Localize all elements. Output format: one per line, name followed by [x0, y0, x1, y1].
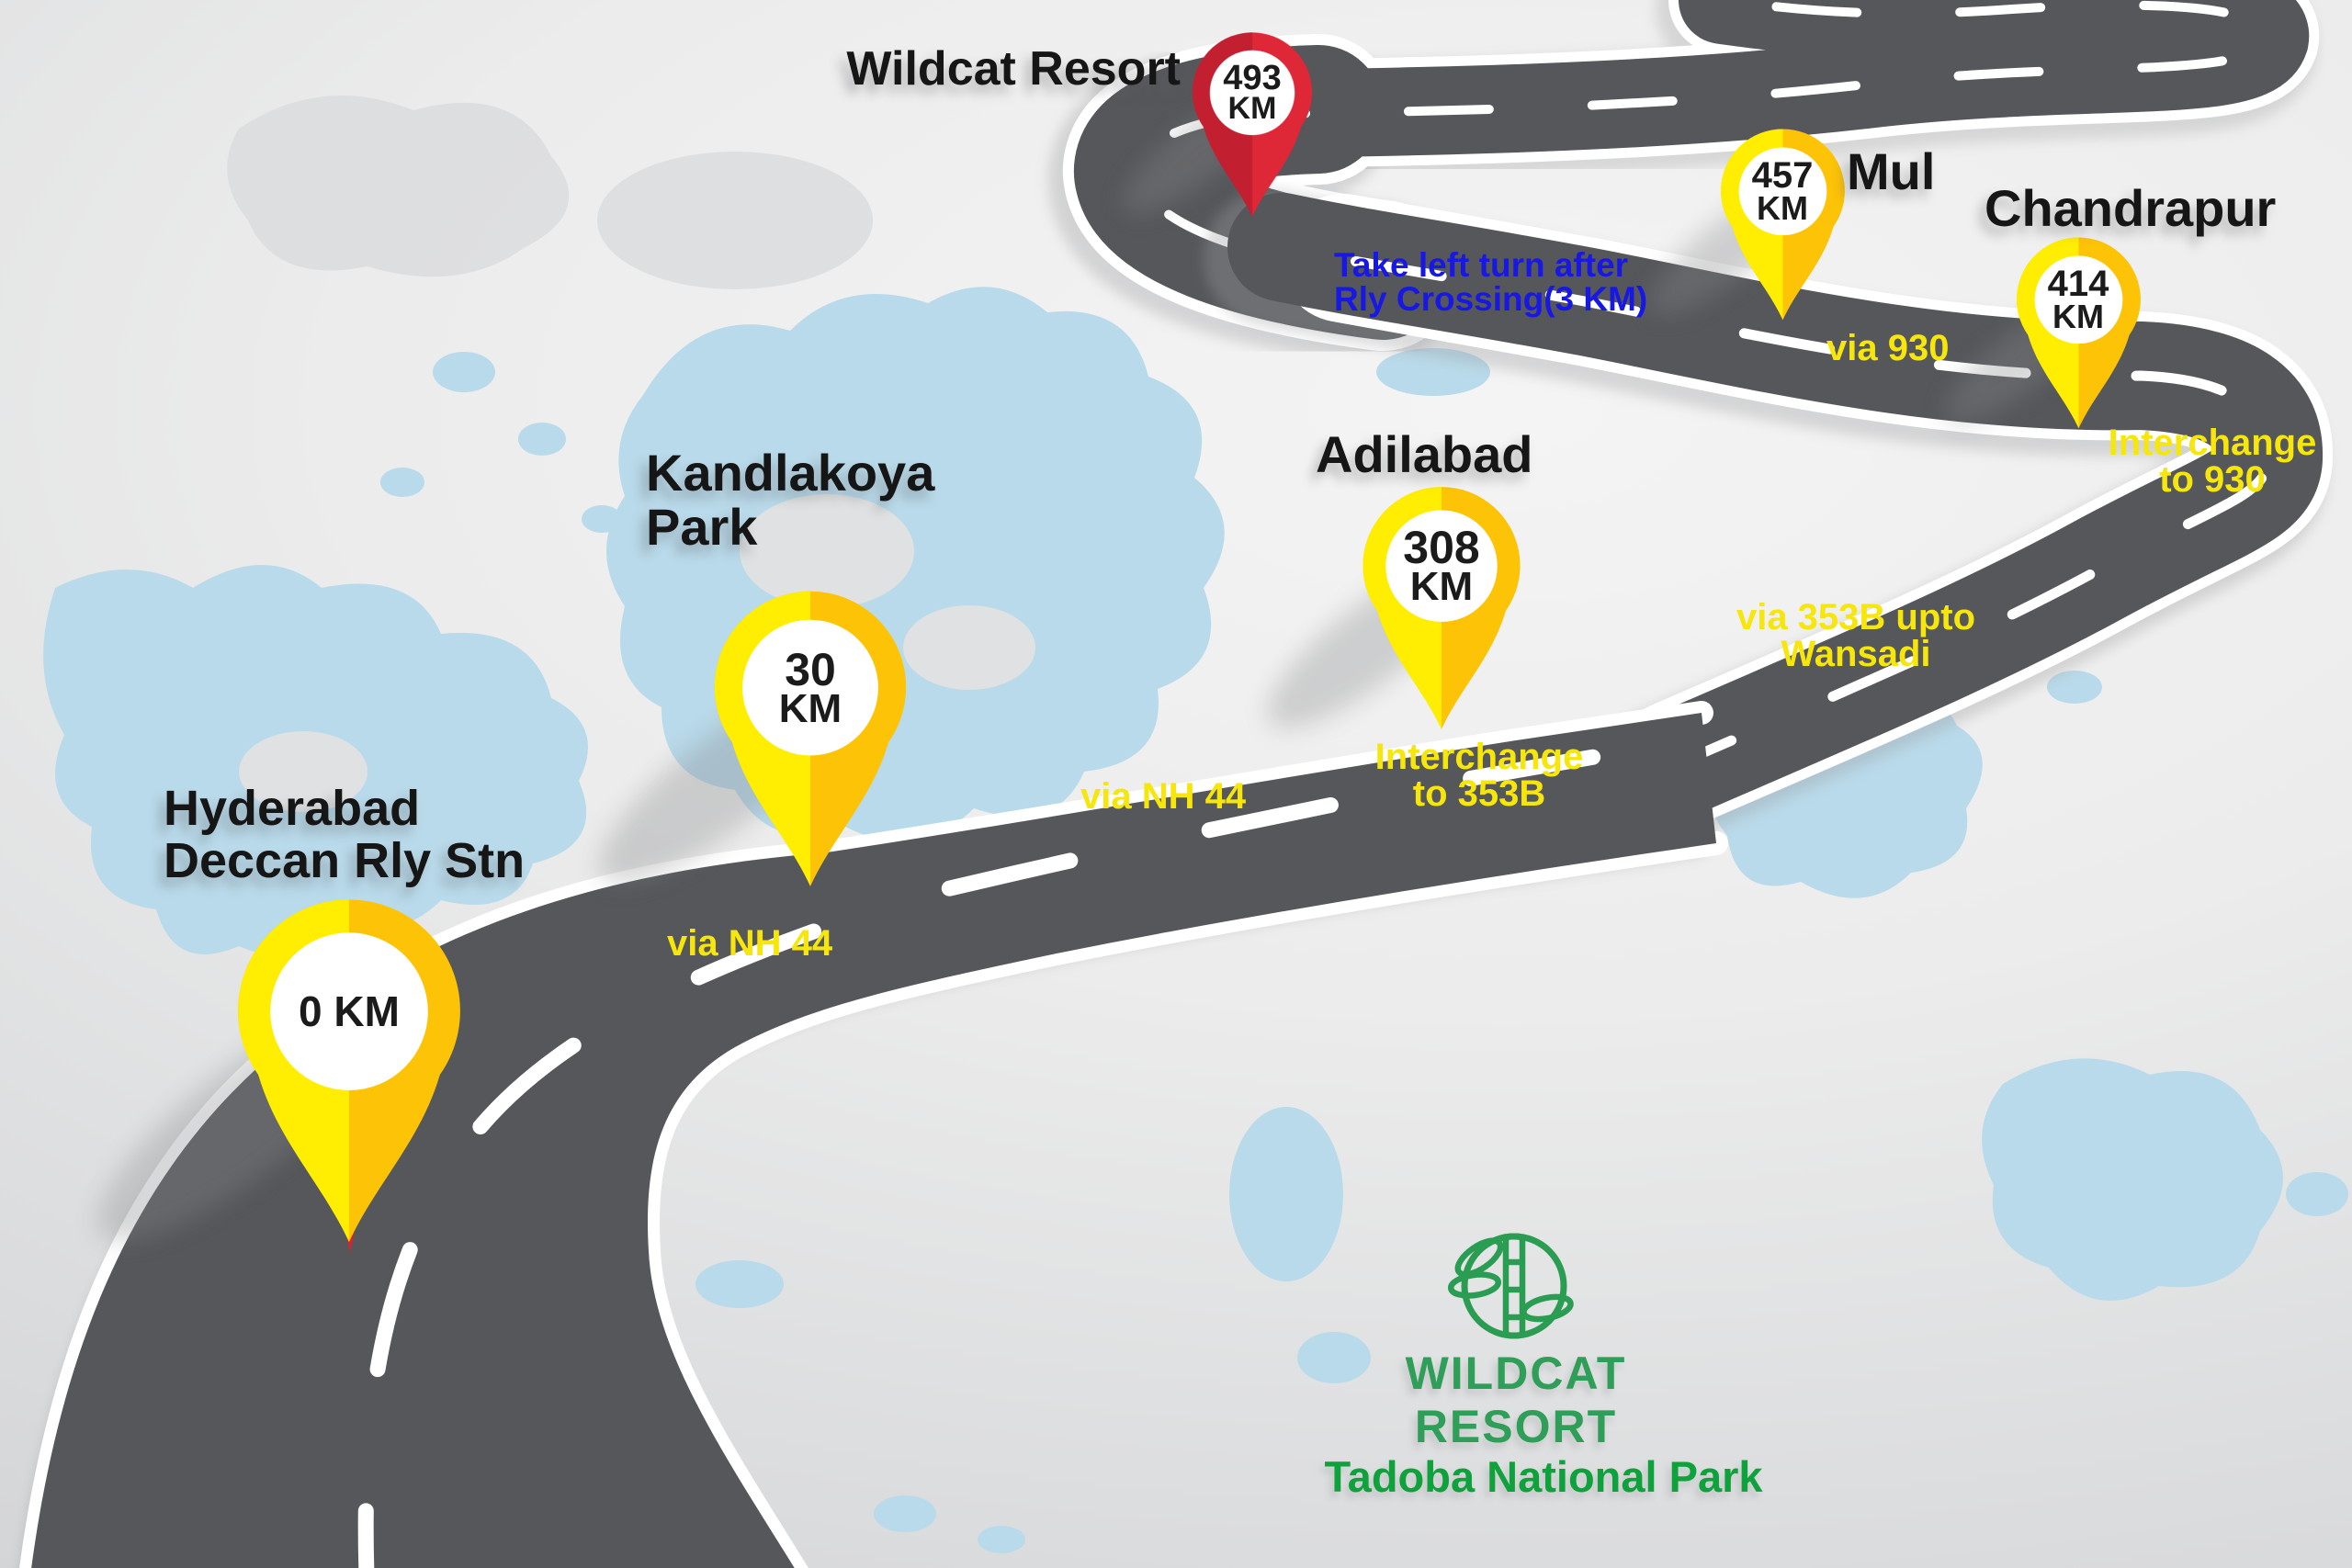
route-label-line: to 930 [2159, 459, 2266, 500]
pin-distance-chandrapur: 414 KM [2047, 264, 2109, 335]
route-note-line: Rly Crossing(3 KM) [1334, 280, 1648, 318]
stop-label-mul: Mul [1847, 142, 1936, 200]
pin-distance-mul: 457 KM [1751, 155, 1814, 227]
stop-label-adilabad: Adilabad [1316, 425, 1533, 483]
route-label-via-930: via 930 [1826, 328, 1950, 368]
pin-distance-unit: KM [2052, 297, 2104, 335]
road-segment-foreground [19, 701, 1728, 1568]
pin-circle [742, 619, 878, 756]
pin-distance-unit: KM [1409, 563, 1474, 609]
pin-distance-value: 414 [2047, 264, 2109, 305]
stop-label-kandlakoya: Kandlakoya Park [646, 446, 934, 555]
pin-circle [270, 932, 428, 1090]
pin-circle [1385, 510, 1498, 622]
route-label-line: Interchange [2108, 423, 2317, 463]
road-surface [31, 713, 1716, 1568]
map-land-gray [227, 96, 873, 289]
stop-label-chandrapur: Chandrapur [1984, 179, 2277, 237]
brand-name-line1: WILDCAT [1405, 1348, 1627, 1399]
stop-label-line: Hyderabad [164, 781, 421, 836]
brand-name: WILDCAT RESORT [1406, 1347, 1627, 1453]
brand-subtitle: Tadoba National Park [1324, 1452, 1763, 1501]
pin-wildcat-resort [1192, 32, 1313, 217]
pin-distance-unit: KM [1757, 188, 1808, 227]
stop-label-line: Kandlakoya [646, 444, 935, 502]
route-label-via-nh44-south: via NH 44 [667, 923, 833, 964]
pin-distance-adilabad: 308 KM [1403, 521, 1480, 609]
pin-distance-kandlakoya: 30 KM [778, 643, 842, 731]
pin-distance-value: 493 [1223, 58, 1282, 97]
pin-distance-value: 30 [785, 643, 836, 695]
stop-label-line: Park [646, 497, 758, 556]
pin-circle [2034, 255, 2123, 344]
road-center-dashes [1276, 242, 2274, 770]
pin-distance-value: 457 [1751, 155, 1814, 197]
pin-mul [1721, 129, 1845, 321]
route-note-rly-crossing: Take left turn after Rly Crossing(3 KM) [1334, 248, 1647, 316]
route-label-line: Wansadi [1781, 634, 1931, 674]
route-label-interchange-930: Interchange to 930 [2065, 424, 2352, 498]
pin-circle [1738, 147, 1827, 236]
route-note-line: Take left turn after [1334, 246, 1629, 284]
pin-distance-unit: KM [1227, 90, 1277, 126]
pin-chandrapur [2017, 237, 2141, 429]
stop-label-wildcat-resort: Wildcat Resort [846, 42, 1181, 96]
road-center-dashes [357, 745, 1625, 1568]
brand-name-line2: RESORT [1414, 1401, 1618, 1452]
pin-distance-hyderabad: 0 KM [299, 987, 400, 1035]
pin-distance-wildcat-resort: 493 KM [1223, 58, 1282, 126]
bamboo-logo-icon [1447, 1233, 1574, 1339]
map-lakes-gray [239, 494, 1035, 812]
stop-label-line: Deccan Rly Stn [164, 832, 526, 888]
route-label-line: via 353B upto [1736, 597, 1976, 637]
route-label-line: to 353B [1412, 773, 1546, 814]
route-label-interchange-353b: Interchange to 353B [1332, 739, 1626, 812]
pin-adilabad [1363, 487, 1521, 729]
route-label-line: Interchange [1374, 737, 1584, 777]
pin-distance-unit: KM [778, 685, 842, 731]
pin-hyderabad [238, 899, 460, 1242]
pin-distance-value: 308 [1403, 521, 1480, 573]
road-surface [1231, 0, 2310, 158]
route-label-via-353b-wansadi: via 353B upto Wansadi [1700, 599, 2012, 672]
pin-kandlakoya [714, 591, 907, 886]
pin-circle [1209, 50, 1295, 136]
stop-label-hyderabad: Hyderabad Deccan Rly Stn [164, 783, 525, 886]
road-segment-middle [1204, 189, 2334, 844]
route-label-via-nh44-north: via NH 44 [1080, 776, 1247, 817]
